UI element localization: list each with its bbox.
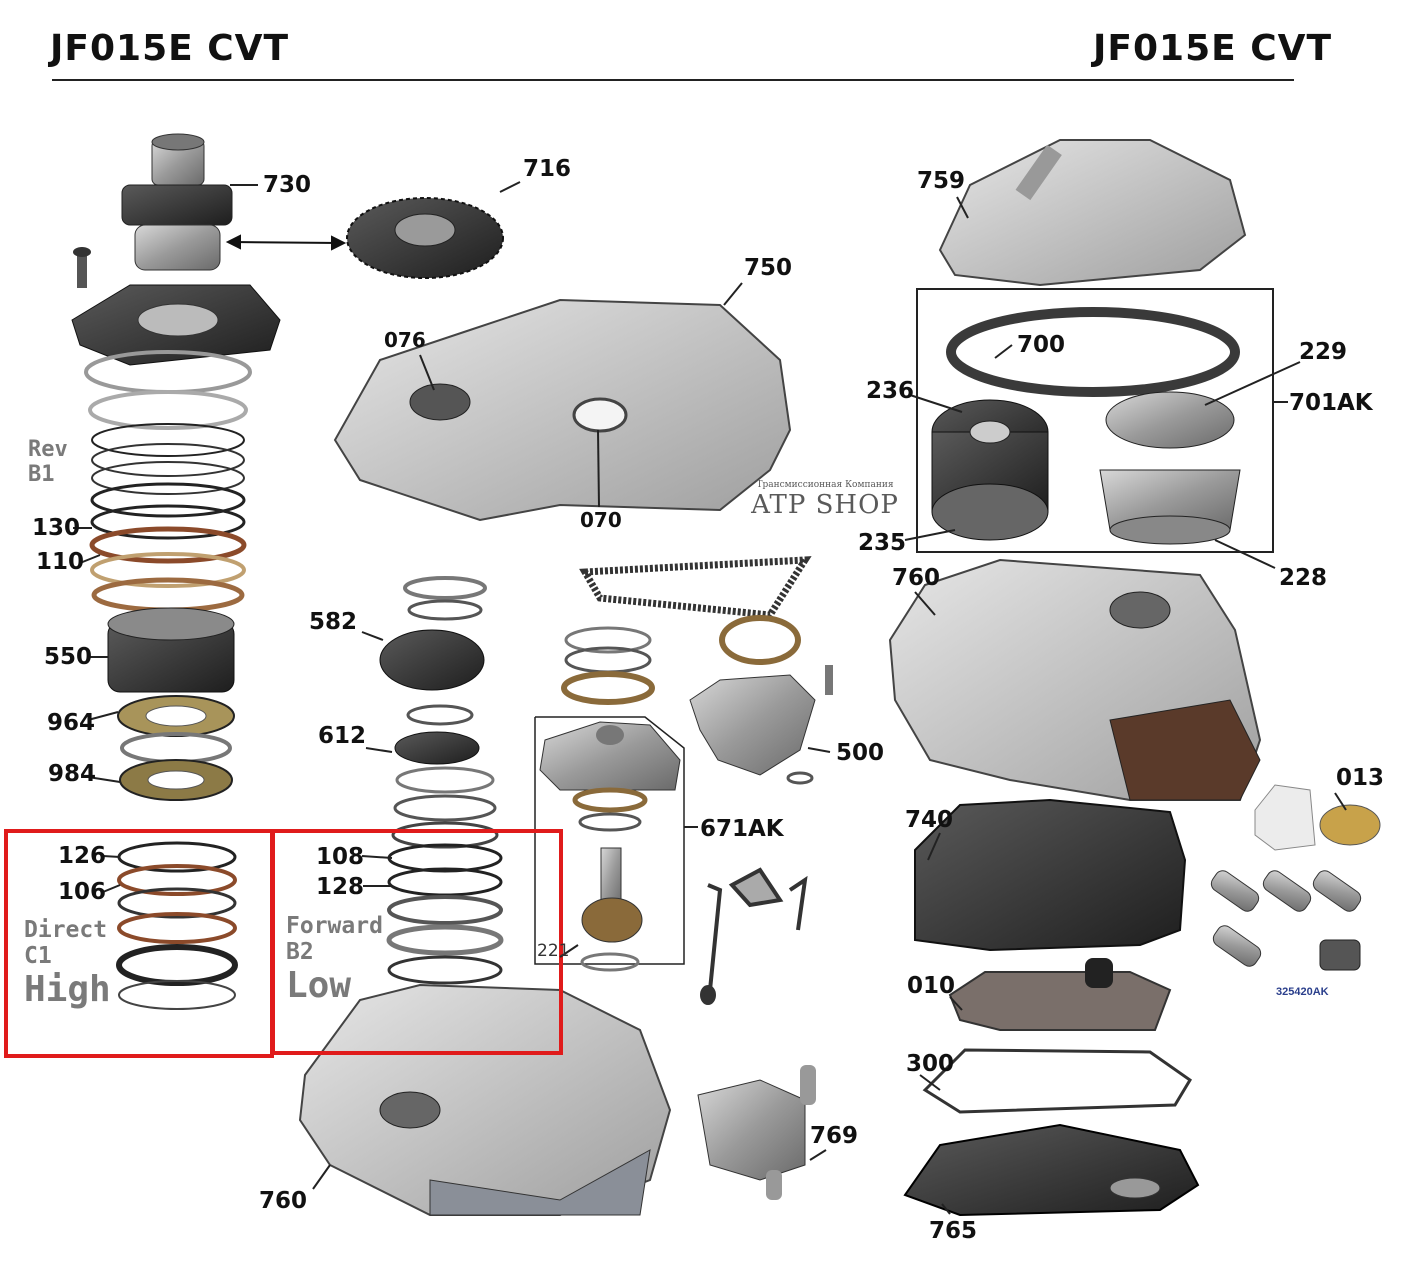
label-769: 769 <box>810 1123 859 1149</box>
piston-964 <box>117 695 235 737</box>
label-070: 070 <box>580 508 622 532</box>
group-forward-line3: Low <box>286 964 352 1006</box>
label-235: 235 <box>858 530 907 556</box>
group-forward-line1: Forward <box>286 913 383 939</box>
oil-pump-500 <box>689 665 833 785</box>
double-arrow-730-716 <box>225 234 347 251</box>
label-760-bottom: 760 <box>259 1188 308 1214</box>
transmission-case-760-top <box>888 558 1262 801</box>
clutch-pack-rev <box>84 350 252 613</box>
label-500: 500 <box>836 740 885 766</box>
label-300: 300 <box>906 1051 955 1077</box>
label-010: 010 <box>907 973 956 999</box>
group-forward-b2: Forward B2 Low <box>286 913 383 1006</box>
clutch-pack-forward <box>386 766 504 985</box>
label-716: 716 <box>523 156 572 182</box>
solenoid-set <box>1210 870 1362 971</box>
group-direct-c1: Direct C1 High <box>24 917 111 1010</box>
label-128: 128 <box>316 874 365 900</box>
oil-pan-765 <box>903 1123 1200 1217</box>
label-759: 759 <box>917 168 966 194</box>
group-rev-b1: Rev B1 <box>28 437 68 487</box>
group-direct-line2: C1 <box>24 942 52 969</box>
carrier-612 <box>394 704 480 765</box>
valve-body-740 <box>914 798 1187 952</box>
pulley-229 <box>1099 391 1241 545</box>
watermark-line1: Трансмиссионная Компания <box>756 480 894 490</box>
group-forward-line2: B2 <box>286 938 314 965</box>
label-076: 076 <box>384 328 426 352</box>
label-700: 700 <box>1017 332 1066 358</box>
label-130: 130 <box>32 515 81 541</box>
label-126: 126 <box>58 843 107 869</box>
strainer-010 <box>948 958 1172 1031</box>
drive-chain <box>579 556 812 619</box>
label-108: 108 <box>316 844 365 870</box>
label-671ak: 671AK <box>700 816 784 842</box>
kit-671ak-frame <box>534 716 685 965</box>
reverse-brake-plate <box>71 284 281 366</box>
page-title-right: JF015E CVT <box>1093 28 1333 69</box>
solenoid-part-number: 325420AK <box>1276 986 1329 998</box>
differential-730 <box>121 133 233 271</box>
label-106: 106 <box>58 879 107 905</box>
label-582: 582 <box>309 609 358 635</box>
oil-cooler-769 <box>697 1065 816 1200</box>
label-701ak: 701AK <box>1289 390 1373 416</box>
page-title-left: JF015E CVT <box>50 28 290 69</box>
clutch-pack-direct <box>116 841 238 1010</box>
pump-housing-671 <box>539 721 681 791</box>
label-236: 236 <box>866 378 915 404</box>
filter-013 <box>1254 784 1381 851</box>
label-730: 730 <box>263 172 312 198</box>
side-cover-759 <box>938 139 1247 287</box>
label-550: 550 <box>44 644 93 670</box>
group-rev-line2: B1 <box>28 461 55 487</box>
label-013: 013 <box>1336 765 1385 791</box>
leader-lines <box>73 181 1347 1215</box>
converter-housing-750 <box>333 298 792 522</box>
header-rule <box>52 79 1294 81</box>
drum-550 <box>107 607 235 693</box>
label-760-top: 760 <box>892 565 941 591</box>
belt-700 <box>946 307 1240 397</box>
label-740: 740 <box>905 807 954 833</box>
ring-gear-716 <box>346 197 504 279</box>
group-direct-line1: Direct <box>24 917 108 943</box>
shaft-221 <box>572 787 648 972</box>
label-221: 221 <box>537 941 570 961</box>
label-964: 964 <box>47 710 96 736</box>
pulley-kit-frame <box>916 288 1274 553</box>
pan-gasket-300 <box>922 1048 1193 1114</box>
label-229: 229 <box>1299 339 1348 365</box>
label-765: 765 <box>929 1218 978 1244</box>
label-984: 984 <box>48 761 97 787</box>
group-rev-line1: Rev <box>28 437 68 462</box>
label-110: 110 <box>36 549 85 575</box>
label-750: 750 <box>744 255 793 281</box>
atp-shop-watermark: Трансмиссионная Компания ATP SHOP <box>745 480 905 520</box>
piston-984 <box>119 732 233 801</box>
pulley-236 <box>931 399 1049 541</box>
label-612: 612 <box>318 723 367 749</box>
sprocket-pair <box>561 615 801 705</box>
shift-linkage <box>700 867 808 1005</box>
watermark-line2: ATP SHOP <box>751 490 899 520</box>
gear-set-582 <box>379 576 487 691</box>
bolt <box>73 247 91 288</box>
highlight-box-forward <box>271 829 563 1055</box>
label-228: 228 <box>1279 565 1328 591</box>
transmission-case-760-bottom <box>298 983 672 1216</box>
group-direct-line3: High <box>24 968 111 1010</box>
